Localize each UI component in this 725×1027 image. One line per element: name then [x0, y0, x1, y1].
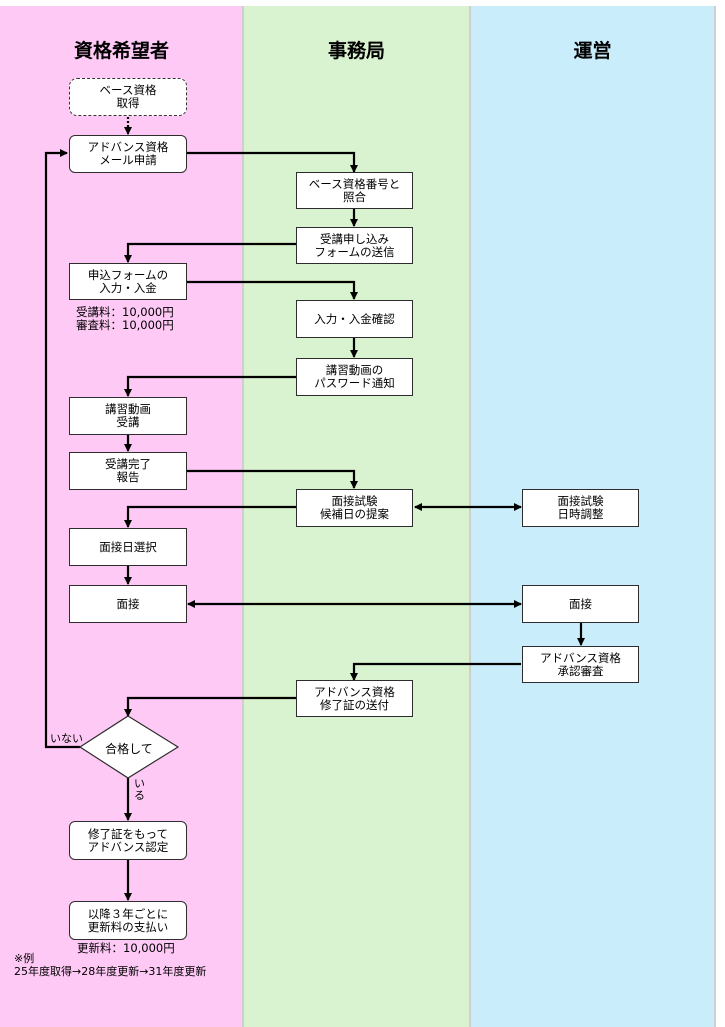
step-mail-apply: アドバンス資格 メール申請 — [69, 135, 187, 173]
step-interview: 面接 — [69, 585, 187, 623]
step-select-date: 面接日選択 — [69, 528, 187, 566]
step-password-notice: 講習動画の パスワード通知 — [296, 358, 413, 396]
step-propose-dates: 面接試験 候補日の提案 — [296, 489, 413, 527]
lane-title-applicant: 資格希望者 — [73, 40, 169, 62]
decision-diamond — [78, 715, 180, 779]
fees-note: 受講料：10,000円 審査料：10,000円 — [76, 305, 174, 332]
step-completion-report: 受講完了 報告 — [69, 452, 187, 490]
step-renewal-payment: 以降３年ごとに 更新料の支払い — [69, 901, 187, 940]
lane-divider — [469, 6, 471, 1027]
no-label: いない — [50, 732, 83, 745]
step-approval-review: アドバンス資格 承認審査 — [522, 646, 639, 683]
step-schedule-adjust: 面接試験 日時調整 — [522, 489, 639, 527]
yes-label: い る — [134, 777, 145, 802]
example-note: ※例 25年度取得→28年度更新→31年度更新 — [14, 952, 207, 978]
lane-divider — [242, 6, 244, 1027]
step-payment-confirm: 入力・入金確認 — [296, 300, 413, 338]
lane-title-office: 事務局 — [327, 40, 385, 62]
renewal-fee-note: 更新料：10,000円 — [77, 941, 175, 955]
step-base-qualification: ベース資格 取得 — [69, 78, 187, 116]
decision-label: 合格して — [105, 742, 153, 756]
step-send-form: 受講申し込み フォームの送信 — [296, 227, 413, 264]
lane-title-operations: 運営 — [573, 40, 612, 62]
step-interview-ops: 面接 — [522, 585, 639, 623]
step-form-input: 申込フォームの 入力・入金 — [69, 263, 187, 300]
step-watch-video: 講習動画 受講 — [69, 397, 187, 435]
step-certified: 修了証をもって アドバンス認定 — [69, 821, 187, 860]
step-check-number: ベース資格番号と 照合 — [296, 172, 413, 209]
step-send-certificate: アドバンス資格 修了証の送付 — [296, 680, 413, 717]
lane-divider — [714, 6, 716, 1027]
